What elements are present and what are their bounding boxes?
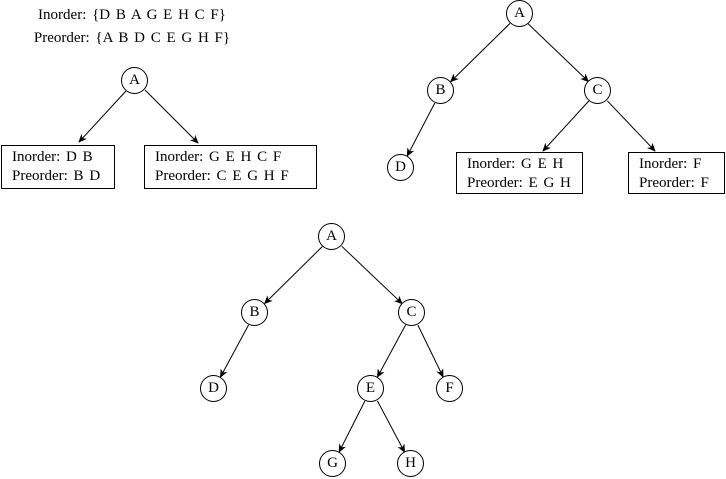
- preorder-line: Preorder: E G H: [467, 175, 571, 191]
- step2-node-c: C: [584, 77, 611, 104]
- step3-node-c: C: [398, 299, 425, 326]
- preorder-sequence: Preorder: {A B D C E G H F}: [33, 30, 231, 46]
- step3-edge-e-g: [338, 400, 366, 453]
- inorder-line: Inorder: G E H: [467, 156, 564, 172]
- step3-node-d: D: [200, 375, 227, 402]
- step1-left-subtree-box: Inorder: D B Preorder: B D: [1, 145, 115, 189]
- preorder-line: Preorder: B D: [12, 168, 101, 184]
- step3-edge-c-e: [376, 324, 407, 378]
- step2-edge-a-b: [450, 23, 511, 83]
- step2-edge-b-d: [406, 102, 436, 157]
- step2-edge-c-rightbox: [606, 100, 656, 152]
- step3-edge-b-d: [219, 324, 250, 378]
- step2-node-a: A: [506, 0, 533, 27]
- step3-node-e: E: [357, 375, 384, 402]
- step2-node-d: D: [387, 154, 414, 181]
- inorder-line: Inorder: D B: [12, 149, 93, 165]
- step2-edge-c-leftbox: [542, 100, 590, 152]
- preorder-line: Preorder: C E G H F: [155, 168, 289, 184]
- step1-edge-root-leftbox: [78, 90, 127, 143]
- step3-edge-c-f: [417, 324, 444, 378]
- step2-node-b: B: [427, 77, 454, 104]
- step1-right-subtree-box: Inorder: G E H C F Preorder: C E G H F: [144, 145, 317, 189]
- step3-edge-e-h: [376, 400, 406, 453]
- inorder-line: Inorder: G E H C F: [155, 149, 282, 165]
- step3-node-g: G: [319, 450, 346, 477]
- step1-edge-root-rightbox: [144, 89, 199, 144]
- problem-statement: Inorder: {D B A G E H C F} Preorder: {A …: [23, 4, 241, 50]
- step1-node-a: A: [121, 67, 148, 94]
- step2-right-subtree-box: Inorder: F Preorder: F: [628, 152, 725, 194]
- step2-edge-a-c: [527, 23, 590, 83]
- step3-node-f: F: [436, 375, 463, 402]
- step3-node-b: B: [241, 299, 268, 326]
- step3-node-h: H: [397, 450, 424, 477]
- step3-node-a: A: [318, 223, 345, 250]
- preorder-line: Preorder: F: [639, 175, 709, 191]
- step3-edge-a-b: [263, 246, 323, 305]
- step2-left-subtree-box: Inorder: G E H Preorder: E G H: [456, 152, 583, 194]
- inorder-sequence: Inorder: {D B A G E H C F}: [38, 7, 226, 23]
- inorder-line: Inorder: F: [639, 156, 702, 172]
- step3-edge-a-c: [341, 245, 403, 305]
